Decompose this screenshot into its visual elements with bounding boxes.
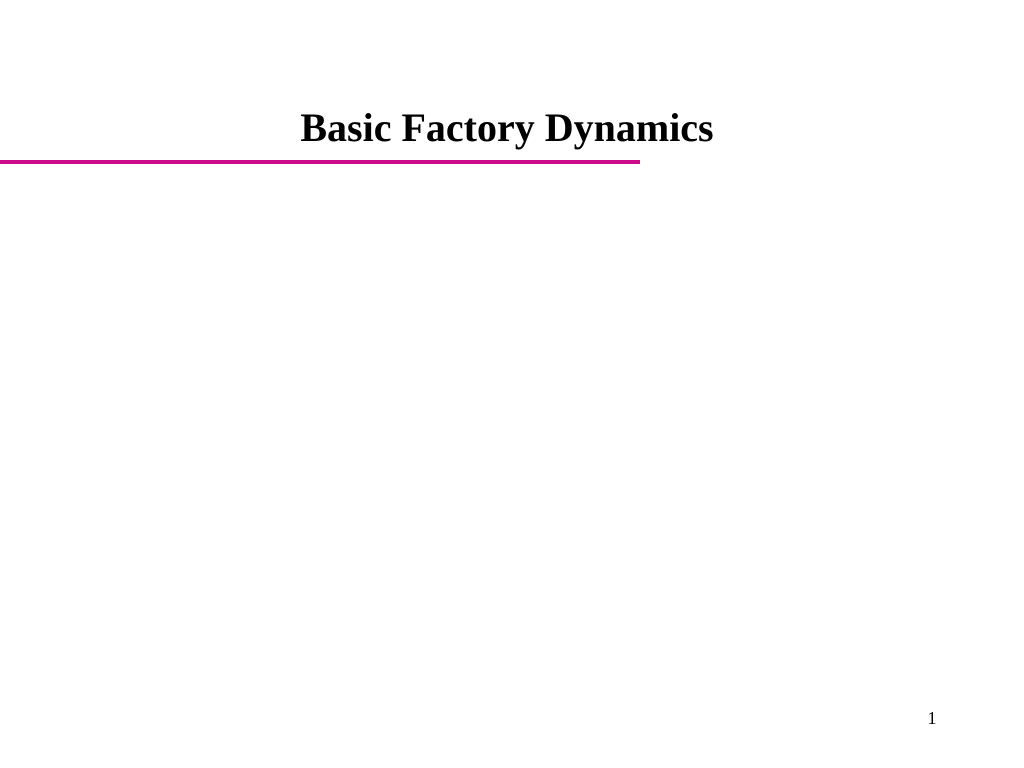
slide-title: Basic Factory Dynamics bbox=[300, 105, 714, 150]
title-underline-rule bbox=[0, 160, 640, 164]
page-number: 1 bbox=[927, 708, 937, 728]
